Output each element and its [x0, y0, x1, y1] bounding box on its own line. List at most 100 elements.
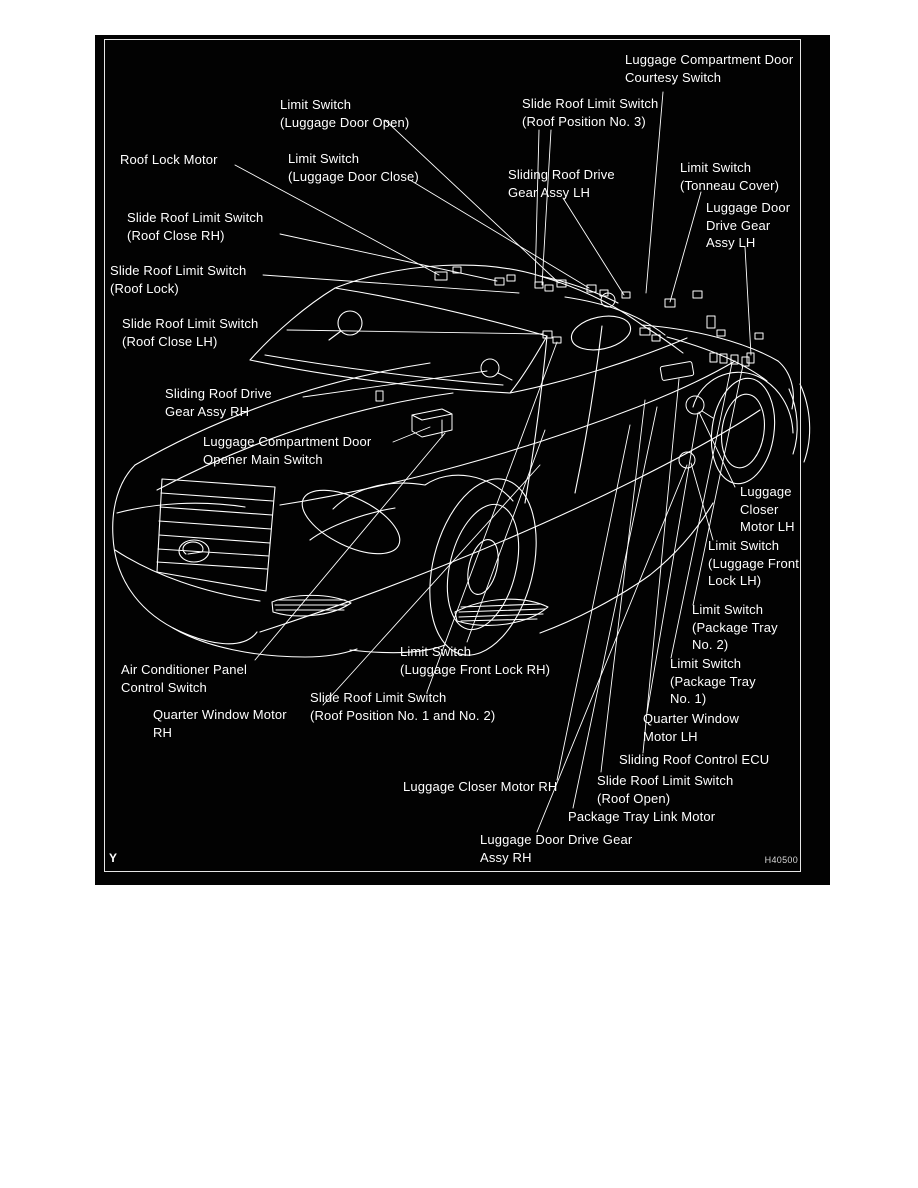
car-line [349, 644, 446, 654]
car-line [249, 359, 511, 394]
car-line [411, 408, 453, 438]
car-line [114, 549, 261, 602]
figure-code: H40500 [764, 855, 798, 865]
car-line [112, 464, 258, 645]
car-line [271, 594, 352, 617]
component-label-luggage-compartment-door-opener-main-switch: Luggage Compartment Door Opener Main Swi… [203, 434, 372, 467]
component-label-quarter-window-motor-rh: Quarter Window Motor RH [153, 707, 287, 740]
car-line [646, 412, 699, 714]
car-line [454, 598, 549, 626]
corner-mark: Y [109, 851, 118, 865]
car-line [509, 335, 548, 394]
car-line [524, 335, 548, 504]
component-label-package-tray-link-motor: Package Tray Link Motor [568, 809, 716, 824]
car-line [480, 358, 500, 378]
rear-wheel [692, 371, 811, 485]
car-line [534, 129, 552, 288]
component-label-luggage-closer-motor-lh: Luggage Closer Motor LH [740, 484, 795, 534]
car-line [692, 364, 744, 606]
component-label-slide-roof-limit-switch-roof-position-no-3: Slide Roof Limit Switch (Roof Position N… [522, 96, 659, 129]
car-line [509, 337, 688, 394]
component-label-roof-lock-motor: Roof Lock Motor [120, 152, 218, 167]
car-line [309, 507, 396, 541]
car-line [701, 410, 714, 419]
car-line [659, 361, 695, 381]
component-label-luggage-closer-motor-rh: Luggage Closer Motor RH [403, 779, 558, 794]
car-line [249, 287, 336, 361]
car-line [692, 371, 794, 434]
car-line [666, 336, 768, 382]
car-line [116, 502, 246, 514]
component-label-luggage-door-drive-gear-assy-lh: Luggage Door Drive Gear Assy LH [706, 200, 791, 250]
component-label-slide-roof-limit-switch-roof-open: Slide Roof Limit Switch (Roof Open) [597, 773, 734, 806]
component-label-sliding-roof-control-ecu: Sliding Roof Control ECU [619, 752, 770, 767]
car-line [182, 541, 204, 555]
car-line [332, 474, 514, 510]
component-label-limit-switch-luggage-door-close: Limit Switch (Luggage Door Close) [288, 151, 419, 184]
component-label-quarter-window-motor-lh: Quarter Window Motor LH [643, 711, 740, 744]
car-line [264, 354, 504, 386]
car-line [788, 383, 811, 463]
car-line [572, 406, 658, 809]
component-label-sliding-roof-drive-gear-assy-lh: Sliding Roof Drive Gear Assy LH [508, 167, 615, 200]
component-label-limit-switch-luggage-front-lock-rh: Limit Switch (Luggage Front Lock RH) [400, 644, 551, 677]
car-line [429, 478, 537, 656]
car-line [301, 489, 401, 555]
component-label-limit-switch-package-tray-no-1: Limit Switch (Package Tray No. 1) [670, 656, 756, 706]
leader-lines [234, 91, 752, 833]
car-line [409, 179, 590, 289]
car-line [302, 370, 488, 398]
car-line [286, 329, 544, 335]
brand-badge [178, 539, 210, 563]
car-line [156, 492, 274, 570]
car-line [669, 191, 702, 303]
car-line [670, 362, 733, 659]
car-line [178, 539, 210, 563]
car-line [556, 424, 631, 781]
grille [156, 478, 276, 592]
side-mirror [328, 310, 363, 341]
car-line [279, 233, 498, 282]
car-line [458, 603, 546, 622]
component-label-slide-roof-limit-switch-roof-close-rh: Slide Roof Limit Switch (Roof Close RH) [127, 210, 264, 243]
car-line [234, 164, 440, 276]
component-label-air-conditioner-panel-control-switch: Air Conditioner Panel Control Switch [121, 662, 247, 695]
car-line [600, 292, 616, 308]
car-line [392, 426, 431, 443]
component-label-sliding-roof-drive-gear-assy-rh: Sliding Roof Drive Gear Assy RH [165, 386, 272, 419]
component-label-limit-switch-luggage-door-open: Limit Switch (Luggage Door Open) [280, 97, 410, 130]
component-label-limit-switch-luggage-front-lock-lh: Limit Switch (Luggage Front Lock LH) [708, 538, 799, 588]
car-line [539, 275, 619, 304]
car-line [497, 372, 513, 381]
car-line [777, 360, 794, 410]
car-line [678, 451, 696, 469]
car-line [375, 266, 764, 402]
car-line [721, 393, 765, 469]
car-line [685, 395, 705, 415]
car-line [334, 287, 548, 337]
car-illustration [112, 91, 811, 833]
component-glyphs [375, 266, 764, 469]
component-label-slide-roof-limit-switch-roof-position-no-1-and-2: Slide Roof Limit Switch (Roof Position N… [310, 690, 496, 723]
car-line [274, 599, 348, 611]
component-label-slide-roof-limit-switch-roof-lock: Slide Roof Limit Switch (Roof Lock) [110, 263, 247, 296]
air-intake [454, 598, 549, 626]
car-line [467, 539, 499, 595]
component-label-luggage-compartment-door-courtesy-switch: Luggage Compartment Door Courtesy Switch [625, 52, 794, 85]
car-body [112, 264, 794, 658]
car-line [645, 91, 664, 294]
component-label-luggage-door-drive-gear-assy-rh: Luggage Door Drive Gear Assy RH [480, 832, 633, 865]
car-line [690, 462, 714, 541]
car-line [384, 119, 560, 284]
car-line [134, 362, 431, 466]
component-label-limit-switch-package-tray-no-2: Limit Switch (Package Tray No. 2) [692, 602, 778, 652]
headlight [301, 489, 401, 555]
component-label-limit-switch-tonneau-cover: Limit Switch (Tonneau Cover) [680, 160, 780, 193]
car-line [156, 392, 454, 491]
car-line [426, 341, 558, 693]
car-line [156, 478, 276, 592]
car-line [698, 411, 736, 488]
car-line [322, 464, 541, 706]
car-line [536, 464, 688, 833]
front-wheel [332, 474, 537, 656]
